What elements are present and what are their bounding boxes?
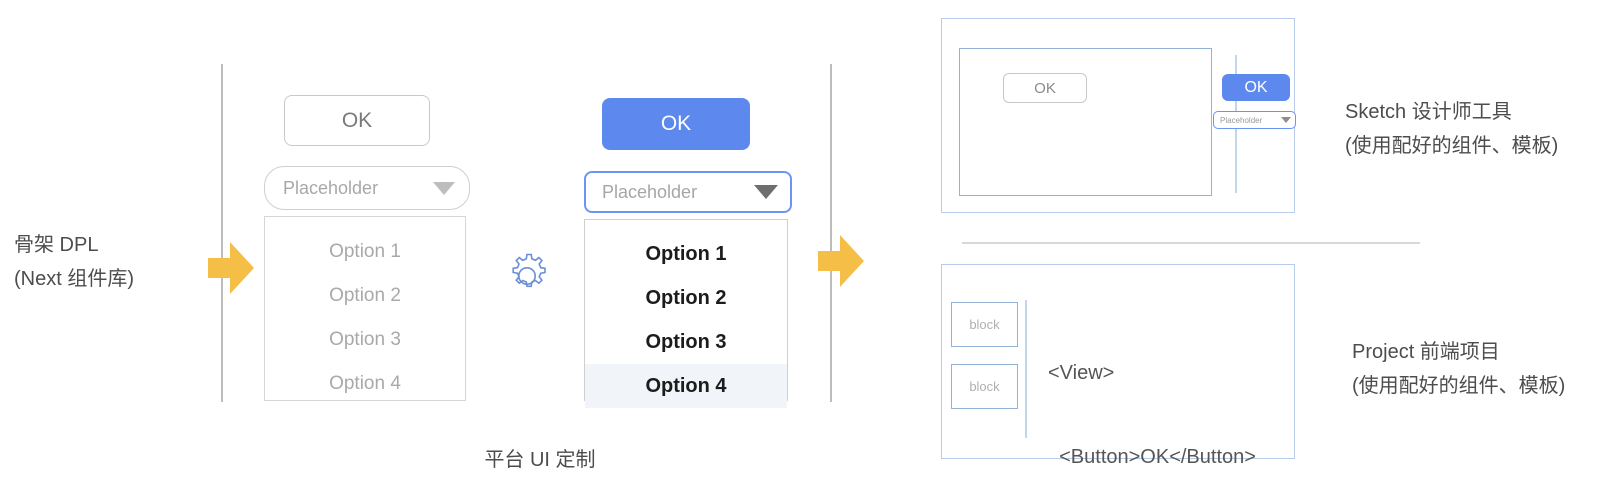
skeleton-select-placeholder: Placeholder <box>283 177 379 198</box>
chevron-down-icon <box>1281 117 1291 123</box>
gear-icon <box>501 250 553 302</box>
project-block-1-label: block <box>969 317 1000 332</box>
skeleton-dpl-label-line2: (Next 组件库) <box>14 268 134 290</box>
project-block-2[interactable]: block <box>951 364 1018 409</box>
sketch-canvas-ok-button-label: OK <box>1034 79 1056 97</box>
themed-placeholder-select[interactable]: Placeholder <box>584 171 792 213</box>
project-panel-label: Project 前端项目 (使用配好的组件、模板) <box>1352 335 1565 403</box>
chevron-down-icon <box>433 181 455 195</box>
themed-select-placeholder: Placeholder <box>602 181 698 202</box>
divider-right-vertical <box>830 64 832 402</box>
themed-option-item-1[interactable]: Option 1 <box>645 243 727 265</box>
themed-option-item-4[interactable]: Option 4 <box>585 364 787 408</box>
project-code-block: <View> <Button>OK</Button> <Select /> </… <box>1048 303 1256 490</box>
sketch-sidebar-ok-button[interactable]: OK <box>1222 74 1290 101</box>
sketch-canvas-ok-button[interactable]: OK <box>1003 73 1087 103</box>
sketch-panel-label-line1: Sketch 设计师工具 <box>1345 101 1512 123</box>
skeleton-option-list[interactable]: Option 1 Option 2 Option 3 Option 4 <box>264 216 466 401</box>
sketch-canvas <box>959 48 1212 196</box>
project-panel-divider <box>1025 300 1027 438</box>
project-panel <box>941 264 1295 459</box>
skeleton-option-item-1[interactable]: Option 1 <box>329 241 401 262</box>
project-code-line-1: <View> <box>1048 362 1115 384</box>
skeleton-option-item-3[interactable]: Option 3 <box>329 329 401 350</box>
skeleton-dpl-label: 骨架 DPL (Next 组件库) <box>14 228 224 296</box>
project-panel-label-line1: Project 前端项目 <box>1352 341 1500 363</box>
themed-ok-button[interactable]: OK <box>602 98 750 150</box>
arrow-right-icon-1 <box>208 240 254 296</box>
skeleton-option-item-4[interactable]: Option 4 <box>329 373 401 394</box>
themed-option-list[interactable]: Option 1 Option 2 Option 3 Option 4 <box>584 219 788 408</box>
project-panel-label-line2: (使用配好的组件、模板) <box>1352 375 1566 397</box>
project-block-2-label: block <box>969 379 1000 394</box>
project-code-line-2: <Button>OK</Button> <box>1048 446 1256 468</box>
sketch-panel-label: Sketch 设计师工具 (使用配好的组件、模板) <box>1345 95 1558 163</box>
sketch-sidebar-ok-button-label: OK <box>1244 78 1268 96</box>
skeleton-dpl-label-line1: 骨架 DPL <box>14 234 99 256</box>
themed-option-item-2[interactable]: Option 2 <box>645 287 727 309</box>
divider-left-vertical <box>221 64 223 402</box>
sketch-panel-label-line2: (使用配好的组件、模板) <box>1345 135 1559 157</box>
platform-ui-customization-caption: 平台 UI 定制 <box>484 449 596 471</box>
skeleton-option-item-2[interactable]: Option 2 <box>329 285 401 306</box>
skeleton-ok-button[interactable]: OK <box>284 95 430 146</box>
arrow-right-icon-2 <box>818 233 864 289</box>
chevron-down-icon <box>754 185 778 199</box>
skeleton-ok-button-label: OK <box>341 108 373 132</box>
themed-ok-button-label: OK <box>660 112 692 135</box>
skeleton-placeholder-select[interactable]: Placeholder <box>264 166 470 210</box>
themed-option-item-3[interactable]: Option 3 <box>645 331 727 353</box>
project-block-1[interactable]: block <box>951 302 1018 347</box>
panel-section-divider <box>962 242 1420 244</box>
sketch-sidebar-select[interactable]: Placeholder <box>1213 111 1296 129</box>
sketch-sidebar-select-placeholder: Placeholder <box>1220 115 1263 125</box>
